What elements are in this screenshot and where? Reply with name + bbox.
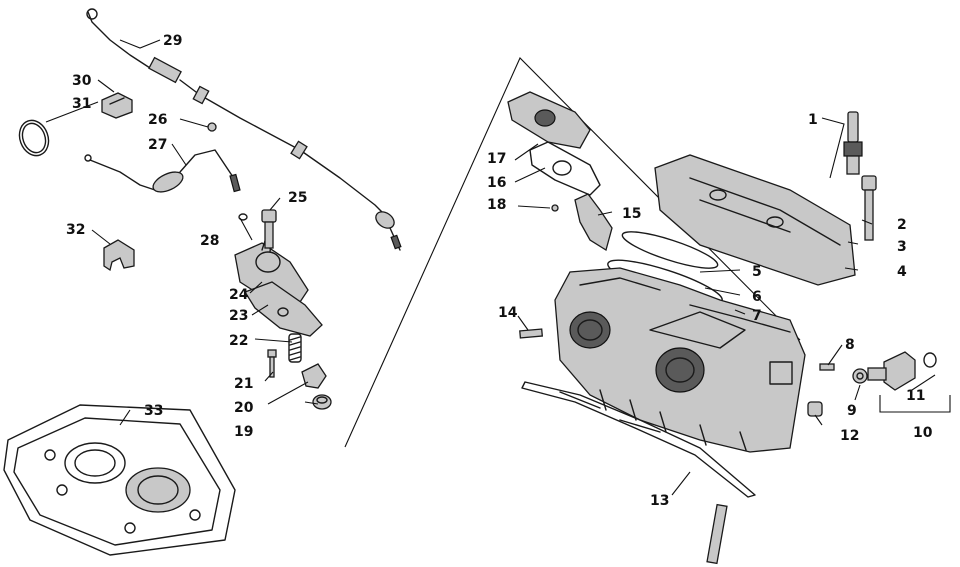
callout-32: 32 <box>66 222 85 238</box>
callout-29: 29 <box>163 33 182 49</box>
lever <box>301 363 327 389</box>
o-ring-small <box>621 231 719 269</box>
callout-2: 2 <box>897 217 907 233</box>
lever-bolt <box>267 349 277 378</box>
callout-14: 14 <box>498 305 518 321</box>
oil-seal <box>312 394 332 410</box>
gasket-kit <box>3 404 236 556</box>
callout-3: 3 <box>897 239 907 255</box>
callout-21: 21 <box>234 376 253 392</box>
spark-plug <box>843 111 863 175</box>
small-stud <box>819 363 835 371</box>
callout-17: 17 <box>487 151 506 167</box>
callout-labels: 1 2 3 4 5 6 7 8 9 10 11 12 13 14 15 16 1… <box>66 33 933 509</box>
exhaust-flange <box>507 91 591 149</box>
callout-6: 6 <box>752 289 762 305</box>
cylinder-block <box>554 267 806 453</box>
callout-9: 9 <box>847 403 857 419</box>
callout-22: 22 <box>229 333 248 349</box>
callout-28: 28 <box>200 233 219 249</box>
callout-16: 16 <box>487 175 506 191</box>
callout-5: 5 <box>752 264 762 280</box>
bushing <box>807 401 823 417</box>
callout-18: 18 <box>487 197 506 213</box>
callout-19: 19 <box>234 424 253 440</box>
head-cover <box>654 154 856 286</box>
callout-1: 1 <box>808 112 818 128</box>
callout-12: 12 <box>840 428 859 444</box>
callout-4: 4 <box>897 264 907 280</box>
cover-bolt <box>261 209 277 249</box>
cable-clip-block <box>101 92 133 119</box>
callout-8: 8 <box>845 337 855 353</box>
callout-33: 33 <box>144 403 163 419</box>
fuel-injector <box>867 351 937 391</box>
callout-30: 30 <box>72 73 92 89</box>
stud <box>519 328 544 339</box>
oil-pump-gasket <box>244 281 323 337</box>
lower-stud <box>706 503 728 565</box>
callout-31: 31 <box>72 96 91 112</box>
callout-15: 15 <box>622 206 641 222</box>
washer <box>852 368 868 384</box>
head-bolt <box>861 175 877 241</box>
callout-26: 26 <box>148 112 167 128</box>
dowel-pin <box>551 204 559 212</box>
callout-27: 27 <box>148 137 167 153</box>
retaining-ring <box>18 119 50 157</box>
leader-lines <box>45 39 936 496</box>
throttle-cable <box>86 8 402 251</box>
oil-pump-cable <box>84 122 248 221</box>
callout-25: 25 <box>288 190 307 206</box>
cable-bracket <box>103 239 135 272</box>
callout-20: 20 <box>234 400 254 416</box>
callout-11: 11 <box>906 388 925 404</box>
flange-gasket <box>529 141 601 196</box>
base-gasket <box>521 381 756 498</box>
callout-10: 10 <box>913 425 933 441</box>
callout-24: 24 <box>229 287 249 303</box>
bracket-line <box>879 395 951 413</box>
sleeve <box>574 193 613 252</box>
callout-23: 23 <box>229 308 248 324</box>
callout-7: 7 <box>752 308 762 324</box>
spring <box>288 333 302 363</box>
callout-13: 13 <box>650 493 669 509</box>
